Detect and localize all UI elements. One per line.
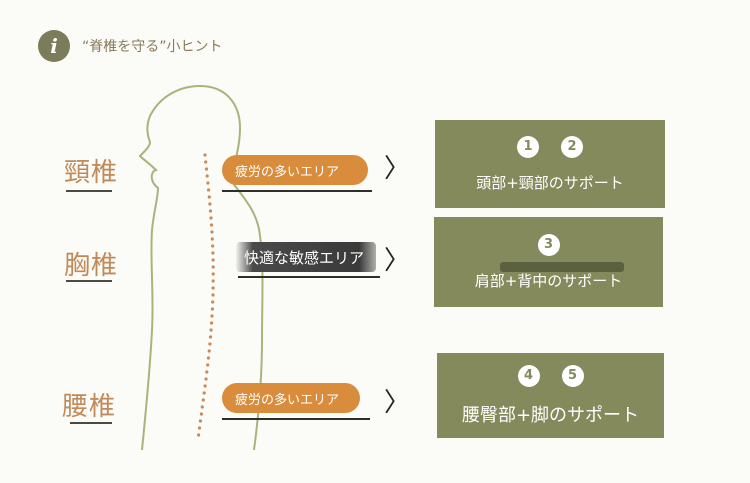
spine-dot xyxy=(210,314,214,318)
arrow-lumbar: 〉 xyxy=(384,388,411,418)
spine-dot xyxy=(209,223,214,227)
spine-dot xyxy=(209,328,213,332)
arrow-neck: 〉 xyxy=(384,154,411,184)
tag-line-lumbar xyxy=(222,418,370,420)
spine-dot xyxy=(201,398,205,402)
header-title: “脊椎を守る”小ヒント xyxy=(82,39,223,55)
spine-dot xyxy=(206,181,210,185)
support-box-lumbar: 4 5 腰臀部+脚のサポート xyxy=(437,353,664,438)
spine-dot xyxy=(197,433,201,437)
support-box-neck: 1 2 頭部+頸部のサポート xyxy=(435,120,665,208)
region-underline-neck xyxy=(66,190,112,192)
tag-line-neck xyxy=(222,190,372,192)
support-label-chest: 肩部+背中のサポート xyxy=(474,271,623,290)
spine-dot xyxy=(211,251,215,255)
spine-dot xyxy=(204,160,208,164)
spine-dot xyxy=(203,153,207,157)
spine-dot xyxy=(210,321,214,325)
support-label-lumbar: 腰臀部+脚のサポート xyxy=(461,404,640,426)
spine-dot xyxy=(210,230,214,234)
spine-dot xyxy=(199,412,203,416)
spine-dot xyxy=(208,335,213,339)
spine-dot xyxy=(206,356,210,360)
number-badges-neck: 1 2 xyxy=(517,135,583,158)
brush-stroke xyxy=(500,262,624,272)
region-label-chest: 胸椎 xyxy=(64,251,119,281)
spine-dot xyxy=(197,426,202,430)
region-label-neck: 頸椎 xyxy=(64,158,119,188)
spine-dot xyxy=(204,377,208,381)
spine-dot xyxy=(198,419,202,423)
spine-dot xyxy=(210,307,214,311)
support-box-chest: 3 肩部+背中のサポート xyxy=(434,217,663,307)
region-underline-lumbar xyxy=(70,422,112,424)
tag-chest: 快適な敏感エリア xyxy=(236,242,376,272)
spine-dot xyxy=(209,216,213,220)
spine-dot xyxy=(211,258,215,262)
spine-dot xyxy=(207,349,211,353)
header: i “脊椎を守る”小ヒント xyxy=(38,30,223,62)
spine-dot xyxy=(211,244,215,248)
spine-dots xyxy=(197,153,215,437)
info-icon: i xyxy=(38,30,70,62)
support-label-neck: 頭部+頸部のサポート xyxy=(476,173,624,192)
number-badges-lumbar: 4 5 xyxy=(517,364,584,387)
tag-line-chest xyxy=(238,276,380,278)
spine-dot xyxy=(211,293,215,297)
spine-dot xyxy=(211,272,215,276)
spine-dot xyxy=(210,237,214,241)
spine-dot xyxy=(202,391,206,395)
spine-dot xyxy=(211,265,215,269)
number-badge: 1 xyxy=(517,135,539,158)
spine-dot xyxy=(211,286,215,290)
spine-dot xyxy=(200,405,204,409)
number-badge: 2 xyxy=(561,135,583,158)
spine-dot xyxy=(208,342,212,346)
spine-dot xyxy=(205,370,209,374)
number-badge: 3 xyxy=(537,233,560,256)
number-badge: 4 xyxy=(517,364,540,387)
spine-dot xyxy=(207,188,211,192)
spine-dot xyxy=(205,174,209,178)
spine-dot xyxy=(211,279,215,283)
tag-neck: 疲労の多いエリア xyxy=(222,155,368,185)
tag-lumbar: 疲労の多いエリア xyxy=(222,383,360,413)
number-badges-chest: 3 xyxy=(537,233,560,256)
spine-dot xyxy=(207,195,211,199)
spine-dot xyxy=(211,300,215,304)
number-badge: 5 xyxy=(561,364,584,387)
spine-dot xyxy=(204,167,209,171)
spine-dot xyxy=(208,209,213,213)
region-underline-chest xyxy=(66,280,112,282)
region-label-lumbar: 腰椎 xyxy=(62,392,117,422)
arrow-chest: 〉 xyxy=(384,246,411,276)
spine-dot xyxy=(206,363,210,367)
spine-dot xyxy=(208,202,212,206)
spine-dot xyxy=(203,384,207,388)
